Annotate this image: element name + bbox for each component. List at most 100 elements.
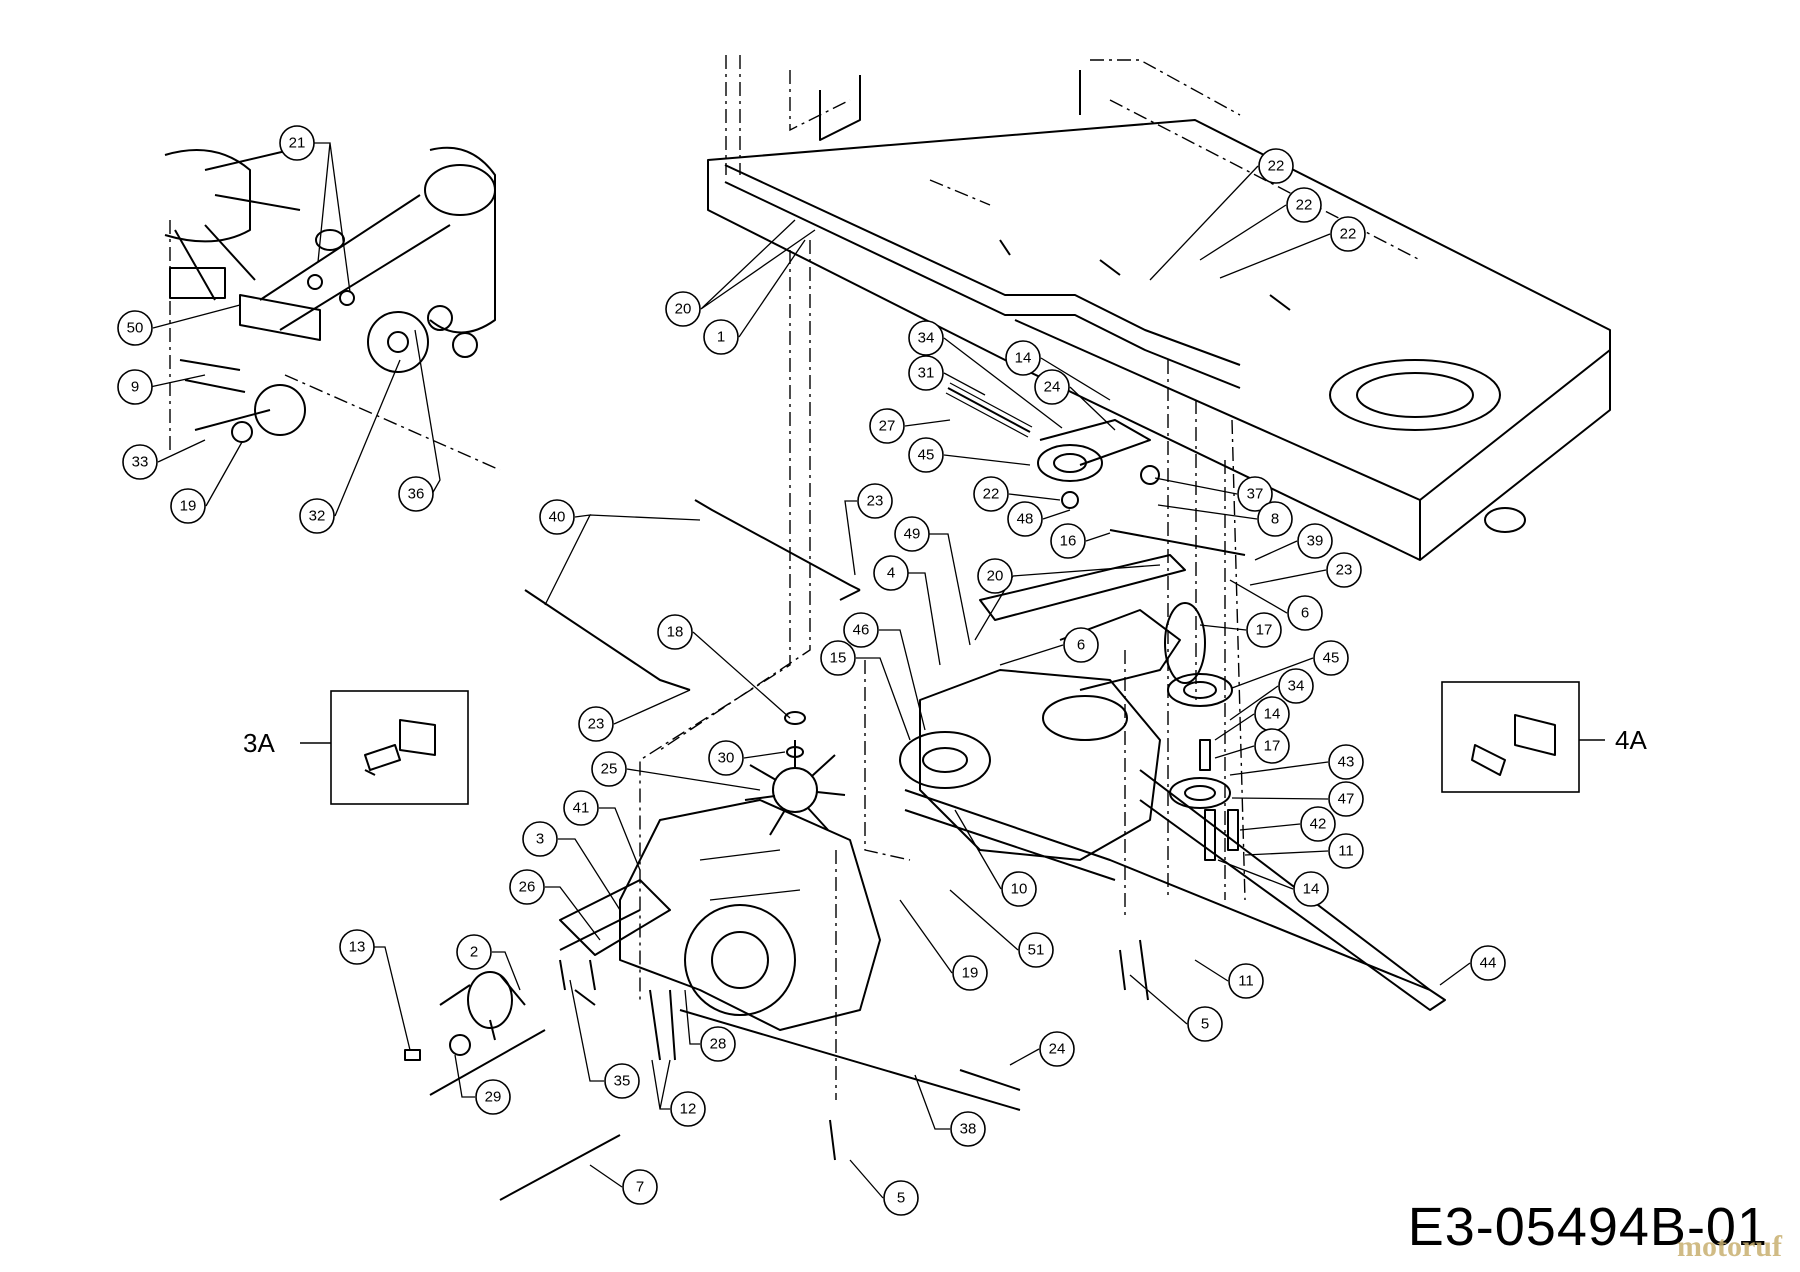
callout-number: 41 bbox=[573, 800, 590, 817]
callout-circle bbox=[1258, 148, 1294, 184]
callout-c19a: 19 bbox=[170, 488, 206, 524]
callout-c22c: 22 bbox=[1330, 216, 1366, 252]
callout-circle bbox=[894, 516, 930, 552]
callout-circle bbox=[1039, 1031, 1075, 1067]
callout-number: 24 bbox=[1044, 379, 1061, 396]
callout-c14c: 14 bbox=[1293, 871, 1329, 907]
callout-circle bbox=[1293, 871, 1329, 907]
callout-c1: 1 bbox=[703, 319, 739, 355]
callout-number: 20 bbox=[987, 568, 1004, 585]
axle-hub-bolts bbox=[404, 939, 1149, 1201]
callout-circle bbox=[1063, 627, 1099, 663]
callout-c17a: 17 bbox=[1246, 612, 1282, 648]
callout-circle bbox=[820, 640, 856, 676]
callout-circle bbox=[843, 612, 879, 648]
shift-rod bbox=[524, 499, 861, 691]
callout-circle bbox=[1034, 369, 1070, 405]
callout-circle bbox=[1007, 501, 1043, 537]
callout-circle bbox=[1228, 963, 1264, 999]
callout-number: 17 bbox=[1264, 738, 1281, 755]
callout-number: 50 bbox=[127, 320, 144, 337]
callout-c34a: 34 bbox=[908, 320, 944, 356]
transaxle bbox=[559, 799, 881, 1031]
callout-circle bbox=[908, 355, 944, 391]
callout-number: 32 bbox=[309, 508, 326, 525]
callout-circle bbox=[908, 320, 944, 356]
callout-number: 23 bbox=[867, 493, 884, 510]
callout-circle bbox=[952, 955, 988, 991]
callout-c35: 35 bbox=[604, 1063, 640, 1099]
callout-circle bbox=[1328, 744, 1364, 780]
callout-c36: 36 bbox=[398, 476, 434, 512]
callout-number: 14 bbox=[1015, 350, 1032, 367]
callout-c5a: 5 bbox=[1187, 1006, 1223, 1042]
callout-c45b: 45 bbox=[1313, 640, 1349, 676]
callout-circle bbox=[1313, 640, 1349, 676]
callout-number: 16 bbox=[1060, 533, 1077, 550]
callout-c24a: 24 bbox=[1034, 369, 1070, 405]
inset-fan-and-bracket bbox=[164, 146, 501, 471]
watermark-logo: motoruf bbox=[1677, 1230, 1782, 1263]
callout-number: 4 bbox=[887, 565, 895, 582]
callout-number: 22 bbox=[1340, 226, 1357, 243]
callout-number: 9 bbox=[131, 379, 139, 396]
callout-circle bbox=[950, 1111, 986, 1147]
hydro-unit bbox=[899, 554, 1206, 861]
callout-number: 11 bbox=[1338, 843, 1354, 860]
callout-circle bbox=[1001, 871, 1037, 907]
callout-circle bbox=[522, 821, 558, 857]
callout-c2: 2 bbox=[456, 934, 492, 970]
callout-circle bbox=[857, 483, 893, 519]
callout-circle bbox=[604, 1063, 640, 1099]
callout-c11a: 11 bbox=[1328, 833, 1364, 869]
detail-label-4a: 4A bbox=[1615, 725, 1647, 755]
callout-circle bbox=[665, 291, 701, 327]
callout-c7: 7 bbox=[622, 1169, 658, 1205]
callout-circle bbox=[1328, 833, 1364, 869]
callout-c15: 15 bbox=[820, 640, 856, 676]
callout-circle bbox=[1297, 523, 1333, 559]
callout-c44: 44 bbox=[1470, 945, 1506, 981]
callout-c5b: 5 bbox=[883, 1180, 919, 1216]
callout-number: 7 bbox=[636, 1179, 644, 1196]
callout-c32: 32 bbox=[299, 498, 335, 534]
callout-circle bbox=[1326, 552, 1362, 588]
callout-circle bbox=[299, 498, 335, 534]
callout-number: 37 bbox=[1247, 486, 1264, 503]
callout-circle bbox=[591, 751, 627, 787]
callout-circle bbox=[883, 1180, 919, 1216]
callout-circle bbox=[1330, 216, 1366, 252]
callout-c6a: 6 bbox=[1287, 595, 1323, 631]
callout-number: 33 bbox=[132, 454, 149, 471]
callout-number: 19 bbox=[962, 965, 979, 982]
tractor-frame bbox=[707, 55, 1611, 561]
callout-c22a: 22 bbox=[1258, 148, 1294, 184]
callout-circle bbox=[117, 310, 153, 346]
callout-circle bbox=[1278, 668, 1314, 704]
callout-circle bbox=[1470, 945, 1506, 981]
callout-number: 19 bbox=[180, 498, 197, 515]
callout-number: 48 bbox=[1017, 511, 1034, 528]
callout-c28: 28 bbox=[700, 1026, 736, 1062]
callout-c19b: 19 bbox=[952, 955, 988, 991]
callout-c40: 40 bbox=[539, 499, 575, 535]
callout-c27: 27 bbox=[869, 408, 905, 444]
callout-c22b: 22 bbox=[1286, 187, 1322, 223]
callout-c39: 39 bbox=[1297, 523, 1333, 559]
callout-number: 31 bbox=[918, 365, 935, 382]
callout-circle bbox=[563, 790, 599, 826]
callout-number: 46 bbox=[853, 622, 870, 639]
callout-c6b: 6 bbox=[1063, 627, 1099, 663]
callout-c26: 26 bbox=[509, 869, 545, 905]
callout-number: 2 bbox=[470, 944, 478, 961]
callout-c9: 9 bbox=[117, 369, 153, 405]
callout-c4: 4 bbox=[873, 555, 909, 591]
callout-number: 22 bbox=[1296, 197, 1313, 214]
callout-number: 30 bbox=[718, 750, 735, 767]
callout-c20b: 20 bbox=[977, 558, 1013, 594]
callout-circle bbox=[908, 437, 944, 473]
callout-c21: 21 bbox=[279, 125, 315, 161]
callout-c34b: 34 bbox=[1278, 668, 1314, 704]
callout-bubbles: 2150933193236201222222343114242745372248… bbox=[117, 125, 1506, 1216]
callout-circle bbox=[279, 125, 315, 161]
